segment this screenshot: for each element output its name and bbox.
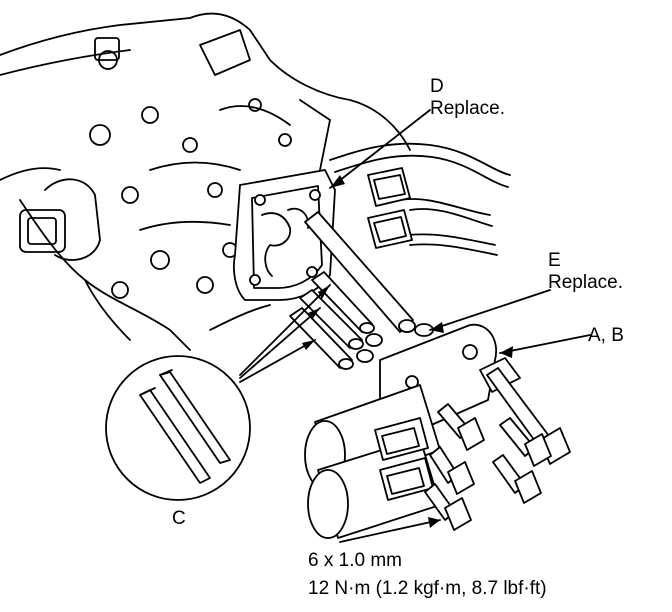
bolts [424, 367, 571, 531]
callout-ab: A, B [588, 325, 624, 346]
gasket-d [232, 169, 336, 301]
harness-connector-lower [367, 209, 413, 249]
callout-e-letter: E [548, 250, 561, 271]
solenoid-connector-upper [374, 417, 429, 461]
arrowheads [302, 175, 513, 528]
wire-harness [329, 142, 511, 256]
callout-e-note: Replace. [548, 272, 623, 293]
callout-d-letter: D [430, 76, 444, 97]
oil-pipe-long [304, 211, 416, 333]
harness-connector-upper [367, 167, 411, 207]
detail-view-c [105, 355, 251, 501]
transmission-housing [0, 12, 411, 351]
callout-d-note: Replace. [430, 98, 505, 119]
speed-sensor [19, 178, 101, 261]
bolt-size-spec: 6 x 1.0 mm [308, 550, 402, 571]
torque-spec: 12 N·m (1.2 kgf·m, 8.7 lbf·ft) [308, 578, 547, 599]
leader-lines [239, 109, 591, 543]
callout-c-letter: C [172, 508, 186, 529]
solenoid-connector-lower [379, 457, 434, 501]
